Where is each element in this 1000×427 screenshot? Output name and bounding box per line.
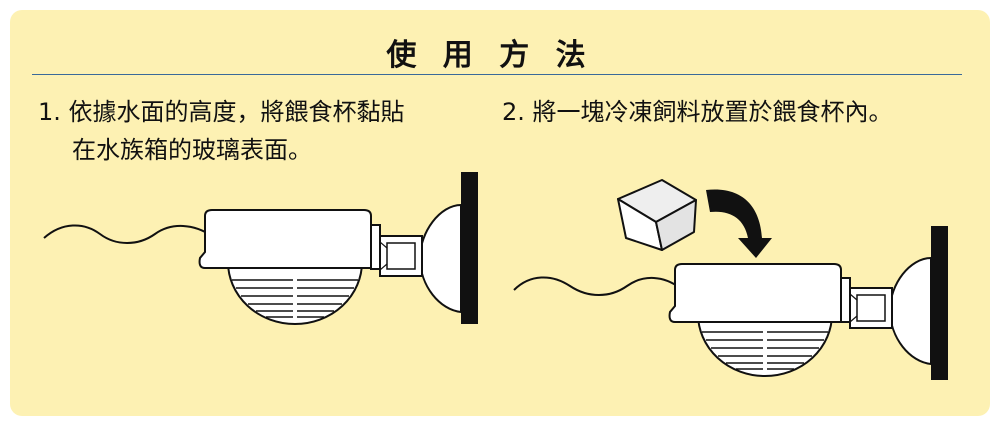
title-divider [32, 74, 962, 75]
suction-cup-icon-2 [888, 256, 932, 366]
illustration-step-1 [43, 172, 478, 325]
page-title: 使 用 方 法 [386, 38, 594, 73]
step-1-line-2: 在水族箱的玻璃表面。 [72, 136, 312, 164]
frozen-food-cube-icon [617, 179, 697, 251]
step-1-line-1: 依據水面的高度，將餵食杯黏貼 [68, 98, 405, 126]
instruction-card [10, 10, 990, 416]
cup-neck-icon-2 [849, 287, 893, 329]
step-2-text-line-1: 2. 將一塊冷凍飼料放置於餵食杯內。 [502, 94, 893, 130]
glass-wall-icon [461, 172, 478, 324]
glass-wall-icon-2 [931, 226, 948, 380]
cup-neck-icon [379, 235, 423, 277]
water-wave-icon-2 [513, 276, 681, 296]
step-1-number: 1. [38, 98, 61, 126]
step-2-line-1: 將一塊冷凍飼料放置於餵食杯內。 [532, 98, 893, 126]
curved-arrow-icon [706, 189, 772, 258]
step-1-text-line-1: 1. 依據水面的高度，將餵食杯黏貼 [38, 94, 405, 130]
feeding-cup-icon [198, 209, 381, 325]
illustration-step-2 [513, 179, 948, 380]
feeding-cup-icon-2 [668, 263, 851, 377]
step-2-number: 2. [502, 98, 525, 126]
suction-cup-icon [418, 203, 462, 314]
water-wave-icon [43, 224, 213, 244]
